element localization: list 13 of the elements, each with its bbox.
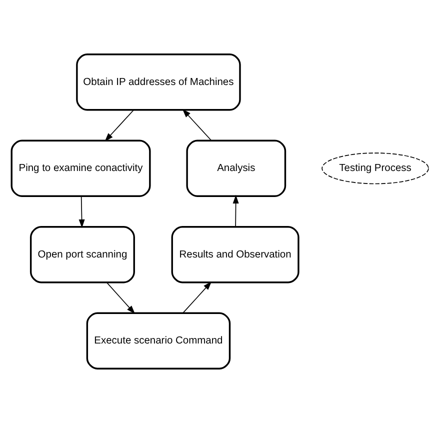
arrow bbox=[104, 109, 134, 141]
node-ellipse: Testing Process bbox=[322, 152, 429, 184]
node-box: Execute scenario Command bbox=[86, 312, 231, 369]
node-box: Open port scanning bbox=[30, 226, 135, 283]
arrow bbox=[106, 282, 136, 314]
arrow bbox=[232, 194, 239, 227]
node-box: Obtain IP addresses of Machines bbox=[76, 53, 241, 110]
arrow bbox=[78, 195, 85, 228]
arrow bbox=[182, 108, 212, 140]
node-box: Ping to examine conactivity bbox=[10, 139, 151, 196]
node-box: Analysis bbox=[186, 139, 286, 196]
node-box: Results and Observation bbox=[171, 226, 300, 283]
arrow bbox=[182, 280, 212, 313]
